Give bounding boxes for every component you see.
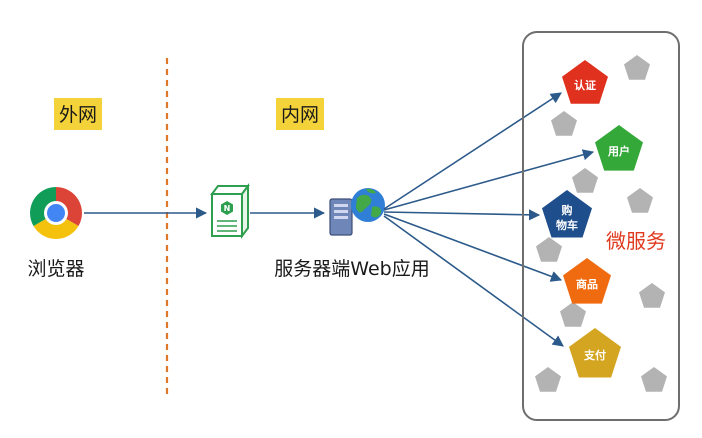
service-cart-label-line1: 购 xyxy=(562,203,573,217)
service-auth-pentagon xyxy=(562,60,608,104)
external-zone-label: 外网 xyxy=(59,104,97,126)
placeholder-service xyxy=(551,111,577,136)
webapp-to-user-arrow xyxy=(383,149,595,211)
webapp-to-auth-arrow xyxy=(383,92,562,210)
webapp-to-cart-arrow xyxy=(383,209,541,221)
chrome-browser-icon xyxy=(30,187,82,239)
service-cart: 购 物车 xyxy=(542,190,592,238)
service-auth: 认证 xyxy=(562,60,608,104)
service-product-label: 商品 xyxy=(576,277,598,291)
service-auth-label: 认证 xyxy=(574,78,596,92)
external-network-zone: 外网 xyxy=(54,98,102,130)
placeholder-service xyxy=(535,367,561,392)
service-user-pentagon xyxy=(595,125,643,171)
service-cart-pentagon xyxy=(542,190,592,238)
service-product-pentagon xyxy=(563,258,611,304)
placeholder-service xyxy=(624,55,650,80)
browser-label: 浏览器 xyxy=(27,258,84,280)
placeholder-service xyxy=(639,283,665,308)
nginx-server-icon: N xyxy=(210,183,250,239)
placeholder-service xyxy=(572,168,598,193)
internal-zone-label: 内网 xyxy=(281,104,319,126)
svg-text:N: N xyxy=(224,204,231,213)
microservices-container xyxy=(522,31,680,421)
placeholder-service xyxy=(536,237,562,262)
service-product: 商品 xyxy=(563,258,611,304)
placeholder-services xyxy=(535,55,667,392)
service-user-label: 用户 xyxy=(608,144,630,158)
webapp-label: 服务器端Web应用 xyxy=(274,258,429,280)
service-user: 用户 xyxy=(595,125,643,171)
external-zone-label-bg xyxy=(54,98,102,130)
service-payment: 支付 xyxy=(569,328,621,378)
service-payment-label: 支付 xyxy=(583,348,606,362)
internal-network-zone: 内网 xyxy=(276,98,324,130)
webapp-to-product-arrow xyxy=(383,213,563,282)
web-server-globe-icon xyxy=(329,188,385,236)
placeholder-service xyxy=(560,302,586,327)
webapp-to-payment-arrow xyxy=(383,215,564,347)
internal-zone-label-bg xyxy=(276,98,324,130)
microservices-title: 微服务 xyxy=(606,229,666,253)
placeholder-service xyxy=(641,367,667,392)
placeholder-service xyxy=(627,188,653,213)
service-cart-label-line2: 物车 xyxy=(556,218,578,232)
service-payment-pentagon xyxy=(569,328,621,378)
